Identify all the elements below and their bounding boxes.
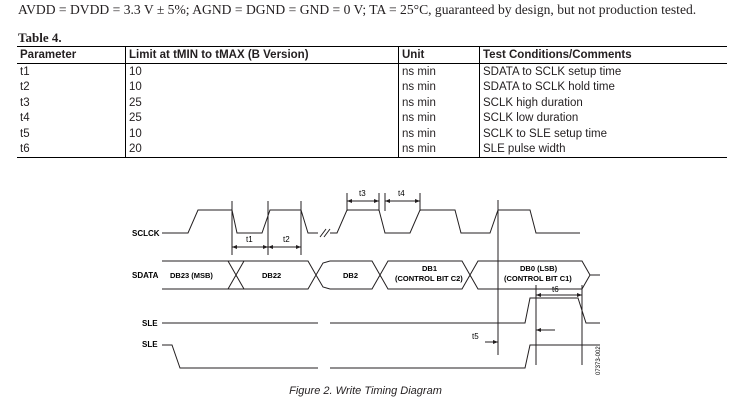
cell-comment: SCLK low duration [479,110,727,126]
sle2-waveform [162,344,318,369]
header-parameter: Parameter [17,46,126,64]
data-label-db2: DB2 [343,271,358,280]
header-limit: Limit at tMIN to tMAX (B Version) [125,46,399,64]
data-label-db1: DB1 [422,264,437,273]
sdata-bus [162,260,600,290]
cell-parameter: t3 [20,96,30,109]
table-header-row: Parameter Limit at tMIN to tMAX (B Versi… [17,46,727,64]
write-timing-diagram: SCLCK SDATA SLE SLE DB23 (MSB) DB22 DB2 … [132,189,602,375]
cell-comment: SCLK to SLE setup time [479,126,727,142]
signal-sdata: SDATA [132,271,159,280]
cell-limit: 25 [125,95,399,111]
cell-parameter: t4 [20,112,30,125]
cell-comment: SLE pulse width [479,141,727,158]
signal-sle-2: SLE [142,340,158,349]
cell-limit: 25 [125,110,399,126]
cell-comment: SDATA to SCLK hold time [479,79,727,95]
timing-label-t2: t2 [283,235,290,244]
sle1-waveform-2 [330,297,600,324]
table-title: Table 4. [18,30,62,45]
timing-label-t1: t1 [246,235,253,244]
timing-label-t6: t6 [552,285,559,294]
figure-caption: Figure 2. Write Timing Diagram [289,385,442,397]
timing-label-t4: t4 [398,189,405,198]
cell-comment: SCLK high duration [479,95,727,111]
cell-parameter: t2 [20,81,30,94]
break-mark [319,228,331,238]
cell-unit: ns min [398,126,480,142]
data-label-c2: (CONTROL BIT C2) [395,274,463,283]
cell-limit: 10 [125,63,399,80]
timing-label-t3: t3 [359,189,366,198]
cell-limit: 10 [125,126,399,142]
data-label-db0: DB0 (LSB) [520,264,558,273]
cell-limit: 20 [125,141,399,158]
figure-id: 07373-002 [596,346,602,375]
cell-unit: ns min [398,141,480,158]
conditions-text: AVDD = DVDD = 3.3 V ± 5%; AGND = DGND = … [18,2,697,17]
timing-label-t5: t5 [472,332,479,341]
cell-unit: ns min [398,79,480,95]
cell-unit: ns min [398,63,480,80]
header-unit: Unit [398,46,480,64]
data-label-db23: DB23 (MSB) [170,271,213,280]
timing-spec-table: Parameter Limit at tMIN to tMAX (B Versi… [17,46,727,158]
cell-comment: SDATA to SCLK setup time [479,63,727,80]
cell-parameter: t6 [17,141,126,158]
sle2-waveform-2 [330,344,600,369]
signal-sclk: SCLCK [132,229,160,238]
cell-parameter: t1 [20,65,30,78]
sclk-waveform-2 [330,209,580,234]
cell-unit: ns min [398,95,480,111]
cell-limit: 10 [125,79,399,95]
cell-unit: ns min [398,110,480,126]
cell-parameter: t5 [20,127,30,140]
sclk-waveform [162,209,318,234]
header-comments: Test Conditions/Comments [479,46,727,64]
data-label-db22: DB22 [262,271,281,280]
data-label-c1: (CONTROL BIT C1) [504,274,572,283]
signal-sle-1: SLE [142,319,158,328]
